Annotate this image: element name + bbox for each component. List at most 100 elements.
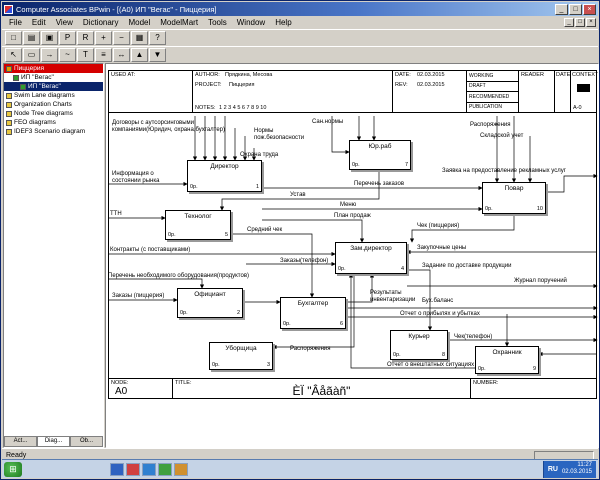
notes-label: NOTES: <box>195 105 215 111</box>
arrow-label[interactable]: Заказы (пиццерия) <box>112 293 164 300</box>
activity-box-4[interactable]: Зам.директор0р.4 <box>335 242 407 274</box>
tree-item[interactable]: Swim Lane diagrams <box>4 91 103 100</box>
arrow-label[interactable]: Отчет о прибылях и убытках <box>400 311 480 318</box>
language-indicator[interactable]: RU <box>548 466 558 473</box>
arrow-label[interactable]: Средний чек <box>247 227 282 234</box>
activity-box-9[interactable]: Охранник0р.9 <box>475 346 539 374</box>
report-button[interactable]: R <box>77 31 94 45</box>
quick-launch-5-icon[interactable] <box>174 463 188 476</box>
arrow-label[interactable]: Отчет о внештатных ситуациях <box>387 362 474 369</box>
arrow-label[interactable]: Устав <box>290 192 306 199</box>
quick-launch-3-icon[interactable] <box>142 463 156 476</box>
arrow-label[interactable]: Сан.нормы <box>312 119 343 126</box>
arrow-label[interactable]: Меню <box>340 202 356 209</box>
arrow-label[interactable]: Нормы пож.безопасности <box>254 128 304 141</box>
open-model-button[interactable]: ▤ <box>23 31 40 45</box>
activity-number: 5 <box>225 232 228 238</box>
reader-date-label: DATE <box>556 72 570 78</box>
arrow-label[interactable]: Результаты инвентаризации <box>370 290 415 303</box>
clock[interactable]: 11:27 02.03.2015 <box>562 462 592 476</box>
zoom-out-button[interactable]: − <box>113 31 130 45</box>
menu-window[interactable]: Window <box>232 17 270 28</box>
arrow-label[interactable]: Журнал поручений <box>514 278 567 285</box>
save-model-button[interactable]: ▣ <box>41 31 58 45</box>
activity-box-2[interactable]: Официант0р.2 <box>177 288 243 318</box>
arrow-label[interactable]: Задание по доставке продукции <box>422 263 512 270</box>
tree-item[interactable]: ИП "Вегас" <box>4 82 103 91</box>
precedence-arrow-tool[interactable]: → <box>41 48 58 62</box>
activity-label: Официант <box>178 291 242 298</box>
menu-view[interactable]: View <box>51 17 78 28</box>
arrow-label[interactable]: Закупочные цены <box>417 245 466 252</box>
title-bar[interactable]: Computer Associates BPwin - [(A0) ИП "Ве… <box>2 2 598 16</box>
activity-box-3[interactable]: Уборщица0р.3 <box>209 342 273 370</box>
activity-box-7[interactable]: Юр.раб0р.7 <box>349 140 411 170</box>
model-explorer-toggle[interactable]: ▦ <box>131 31 148 45</box>
arrow-label[interactable]: Складской учет <box>480 133 523 140</box>
arrow-label[interactable]: Чек (пиццерия) <box>417 223 459 230</box>
activity-box-tool[interactable]: ▭ <box>23 48 40 62</box>
zoom-in-button[interactable]: + <box>95 31 112 45</box>
arrow-label[interactable]: План продаж <box>334 213 371 220</box>
close-button[interactable]: × <box>583 4 596 15</box>
arrow-label[interactable]: Охрана труда <box>240 152 278 159</box>
arrow-label[interactable]: Перечень заказов <box>354 181 404 188</box>
menu-tools[interactable]: Tools <box>203 17 232 28</box>
tree-item[interactable]: ИП "Вегас" <box>4 73 103 82</box>
arrow-label[interactable]: Распоряжения <box>290 346 331 353</box>
quick-launch-4-icon[interactable] <box>158 463 172 476</box>
minimize-button[interactable]: _ <box>555 4 568 15</box>
quick-launch-1-icon[interactable] <box>110 463 124 476</box>
activity-box-6[interactable]: Бухгалтер0р.6 <box>280 297 346 329</box>
mdi-close-button[interactable]: × <box>586 18 596 27</box>
start-button[interactable]: ⊞ <box>4 462 22 477</box>
explorer-tab-3[interactable]: Ob... <box>70 436 103 447</box>
tree-item[interactable]: Organization Charts <box>4 100 103 109</box>
activity-box-5[interactable]: Технолог0р.5 <box>165 210 231 240</box>
arrow-label[interactable]: Договоры с аутсорсинговыми компаниями(Юр… <box>112 120 225 133</box>
mdi-minimize-button[interactable]: _ <box>564 18 574 27</box>
explorer-tab-2[interactable]: Diag... <box>37 436 70 447</box>
arrow-label[interactable]: Контракты (с поставщиками) <box>110 247 190 254</box>
model-icon <box>6 66 12 72</box>
arrow-label[interactable]: Распоряжения <box>470 122 511 129</box>
help-button[interactable]: ? <box>149 31 166 45</box>
explorer-tabs: Act...Diag...Ob... <box>4 436 103 447</box>
arrow-label[interactable]: Чек(телефон) <box>454 334 492 341</box>
go-to-child-diagram-tool[interactable]: ▼ <box>149 48 166 62</box>
tree-item[interactable]: Пиццерия <box>4 64 103 73</box>
arrow-label[interactable]: Заявка на предоставление рекламных услуг <box>442 168 566 175</box>
quick-launch-2-icon[interactable] <box>126 463 140 476</box>
tree-item[interactable]: Node Tree diagrams <box>4 109 103 118</box>
arrow-label[interactable]: ТТН <box>110 211 122 218</box>
mdi-restore-button[interactable]: □ <box>575 18 585 27</box>
activity-box-10[interactable]: Повар0р.10 <box>482 182 546 214</box>
text-block-tool[interactable]: T <box>77 48 94 62</box>
tree-item[interactable]: FEO diagrams <box>4 118 103 127</box>
diagram-dictionary-tool[interactable]: ≡ <box>95 48 112 62</box>
arrow-label[interactable]: Информация о состоянии рынка <box>112 171 159 184</box>
go-to-sibling-diagram-tool[interactable]: ↔ <box>113 48 130 62</box>
arrow-label[interactable]: Бух.баланс <box>422 298 453 305</box>
model-tree: ПиццерияИП "Вегас"ИП "Вегас"Swim Lane di… <box>4 64 103 136</box>
print-button[interactable]: P <box>59 31 76 45</box>
menu-help[interactable]: Help <box>270 17 296 28</box>
maximize-button[interactable]: □ <box>569 4 582 15</box>
explorer-tab-1[interactable]: Act... <box>4 436 37 447</box>
pointer-tool[interactable]: ↖ <box>5 48 22 62</box>
arrow-label[interactable]: Перечень необходимого оборудования(проду… <box>108 273 249 280</box>
menu-edit[interactable]: Edit <box>27 17 51 28</box>
kit-author-cell: AUTHOR: Прядкина, Месова PROJECT: Пиццер… <box>193 71 393 112</box>
menu-file[interactable]: File <box>4 17 27 28</box>
squiggle-tool[interactable]: ~ <box>59 48 76 62</box>
kit-context-cell: CONTEXT: A-0 <box>571 71 596 112</box>
tree-item[interactable]: IDEF3 Scenario diagram <box>4 127 103 136</box>
go-to-parent-diagram-tool[interactable]: ▲ <box>131 48 148 62</box>
new-model-button[interactable]: □ <box>5 31 22 45</box>
menu-modelmart[interactable]: ModelMart <box>155 17 203 28</box>
menu-dictionary[interactable]: Dictionary <box>78 17 124 28</box>
activity-box-8[interactable]: Курьер0р.8 <box>390 330 448 360</box>
menu-model[interactable]: Model <box>123 17 155 28</box>
arrow-label[interactable]: Заказы(телефон) <box>280 258 328 265</box>
activity-box-1[interactable]: Директор0р.1 <box>187 160 262 192</box>
